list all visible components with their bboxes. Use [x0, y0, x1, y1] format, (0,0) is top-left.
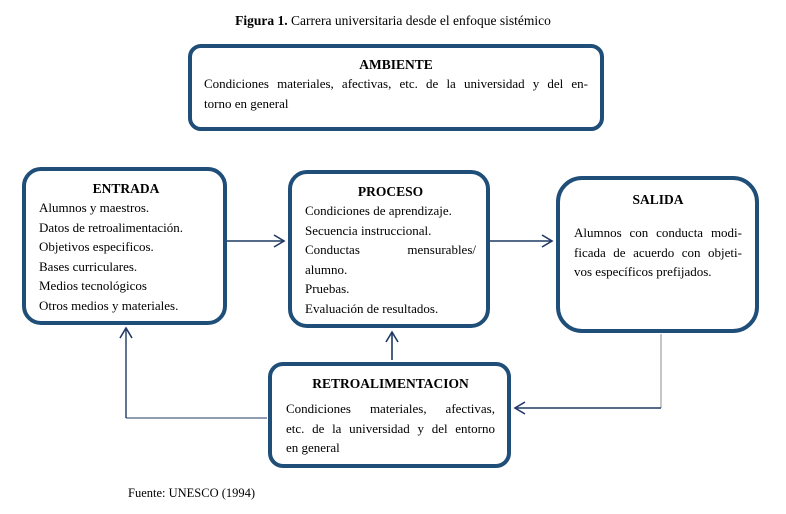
retroalimentacion-box: RETROALIMENTACION Condiciones materiales… [268, 362, 511, 468]
retroalimentacion-text-line: Condiciones materiales, afectivas, [286, 401, 495, 416]
figure-caption-text: Carrera universitaria desde el enfoque s… [287, 13, 551, 28]
proceso-text-line: Conductas mensurables/ [305, 242, 476, 257]
proceso-box: PROCESO Condiciones de aprendizaje. Secu… [288, 170, 490, 328]
arrow-entrada-to-proceso [227, 234, 286, 248]
proceso-text-line: Condiciones de aprendizaje. [305, 203, 452, 218]
figure-source: Fuente: UNESCO (1994) [128, 486, 256, 500]
arrow-proceso-to-salida [490, 234, 554, 248]
arrow-retroalimentacion-to-proceso [385, 330, 399, 360]
proceso-text-line: Pruebas. [305, 281, 350, 296]
arrow-retroalimentacion-to-entrada [119, 326, 267, 419]
salida-text-line: vos específicos prefijados. [574, 264, 712, 279]
retroalimentacion-title: RETROALIMENTACION [312, 376, 469, 391]
proceso-text-line: Secuencia instruccional. [305, 222, 432, 238]
proceso-title: PROCESO [357, 184, 424, 199]
entrada-text-line: Objetivos especificos. [39, 239, 154, 254]
proceso-text-line: Evaluación de resultados. [305, 300, 439, 316]
entrada-text-line: Bases curriculares. [39, 258, 138, 274]
entrada-text-line: Alumnos y maestros. [39, 200, 150, 215]
entrada-text-line: Medios tecnológicos [39, 278, 147, 293]
salida-box: SALIDA Alumnos con conducta modi- ficada… [556, 176, 759, 333]
retroalimentacion-text-line: etc. de la universidad y del entorno [286, 420, 495, 436]
ambiente-box: AMBIENTE Condiciones materiales, afectiv… [188, 44, 604, 131]
salida-text-line: Alumnos con conducta modi- [574, 225, 742, 240]
entrada-text-line: Otros medios y materiales. [39, 297, 179, 313]
arrow-salida-to-retroalimentacion [513, 334, 662, 415]
entrada-title: ENTRADA [92, 181, 160, 196]
ambiente-text-line: Condiciones materiales, afectivas, etc. … [204, 76, 588, 91]
proceso-text-line: alumno. [305, 261, 348, 277]
entrada-box: ENTRADA Alumnos y maestros. Datos de ret… [22, 167, 227, 325]
salida-title: SALIDA [632, 192, 684, 207]
ambiente-title: AMBIENTE [359, 57, 433, 72]
figure-caption-number: Figura 1. [235, 13, 288, 28]
ambiente-text-line: torno en general [204, 95, 289, 111]
entrada-text-line: Datos de retroalimentación. [39, 219, 184, 235]
figure-caption: Figura 1. Carrera universitaria desde el… [0, 13, 786, 29]
retroalimentacion-text-line: en general [286, 440, 340, 455]
salida-text-line: ficada de acuerdo con objeti- [574, 244, 742, 260]
